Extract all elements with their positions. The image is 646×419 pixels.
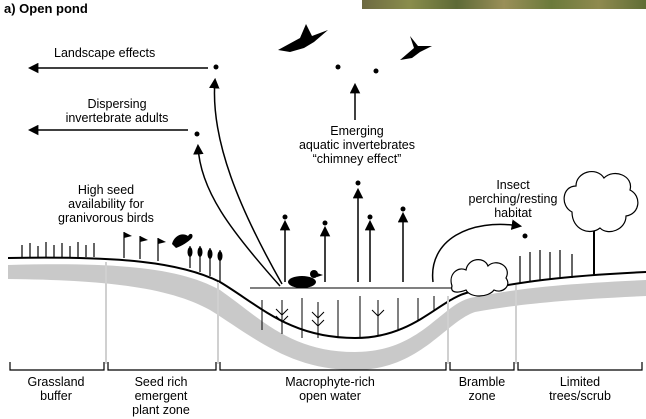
zone-seed-rich-line3: plant zone — [106, 403, 216, 417]
label-emerging-line3: “chimney effect” — [262, 152, 452, 166]
label-dispersing-line2: invertebrate adults — [42, 111, 192, 125]
label-insect-line2: perching/resting — [458, 192, 568, 206]
duck-icon — [288, 270, 323, 288]
zone-trees-line2: trees/scrub — [530, 389, 630, 403]
label-emerging-line1: Emerging — [262, 124, 452, 138]
label-seed-line3: granivorous birds — [36, 211, 176, 225]
bramble-bush-icon — [451, 260, 508, 296]
zone-macrophyte-line2: open water — [250, 389, 410, 403]
label-insect-habitat: Insect perching/resting habitat — [458, 178, 568, 220]
label-emerging-invertebrates: Emerging aquatic invertebrates “chimney … — [262, 124, 452, 166]
label-insect-line1: Insect — [458, 178, 568, 192]
zone-grassland-line2: buffer — [6, 389, 106, 403]
label-landscape-effects: Landscape effects — [54, 46, 155, 60]
label-dispersing-invertebrates: Dispersing invertebrate adults — [42, 97, 192, 125]
zone-trees-line1: Limited — [530, 375, 630, 389]
zone-bramble-line1: Bramble — [442, 375, 522, 389]
label-emerging-line2: aquatic invertebrates — [262, 138, 452, 152]
zone-label-trees: Limited trees/scrub — [530, 375, 630, 403]
label-seed-line1: High seed — [36, 183, 176, 197]
pond-bank-shadow — [8, 264, 646, 370]
zone-label-macrophyte: Macrophyte-rich open water — [250, 375, 410, 403]
seed-heads — [124, 232, 223, 261]
zone-label-grassland: Grassland buffer — [6, 375, 106, 403]
label-dispersing-line1: Dispersing — [42, 97, 192, 111]
macrophytes — [262, 296, 434, 338]
zone-macrophyte-line1: Macrophyte-rich — [250, 375, 410, 389]
label-seed-availability: High seed availability for granivorous b… — [36, 183, 176, 225]
tree-icon — [564, 172, 638, 276]
zone-bramble-line2: zone — [442, 389, 522, 403]
zone-seed-rich-line2: emergent — [106, 389, 216, 403]
zone-label-bramble: Bramble zone — [442, 375, 522, 403]
label-seed-line2: availability for — [36, 197, 176, 211]
swallow-icon — [278, 24, 432, 60]
zone-grassland-line1: Grassland — [6, 375, 106, 389]
label-insect-line3: habitat — [458, 206, 568, 220]
zone-label-seed-rich: Seed rich emergent plant zone — [106, 375, 216, 417]
zone-seed-rich-line1: Seed rich — [106, 375, 216, 389]
bird-silhouette-icon — [172, 234, 193, 248]
